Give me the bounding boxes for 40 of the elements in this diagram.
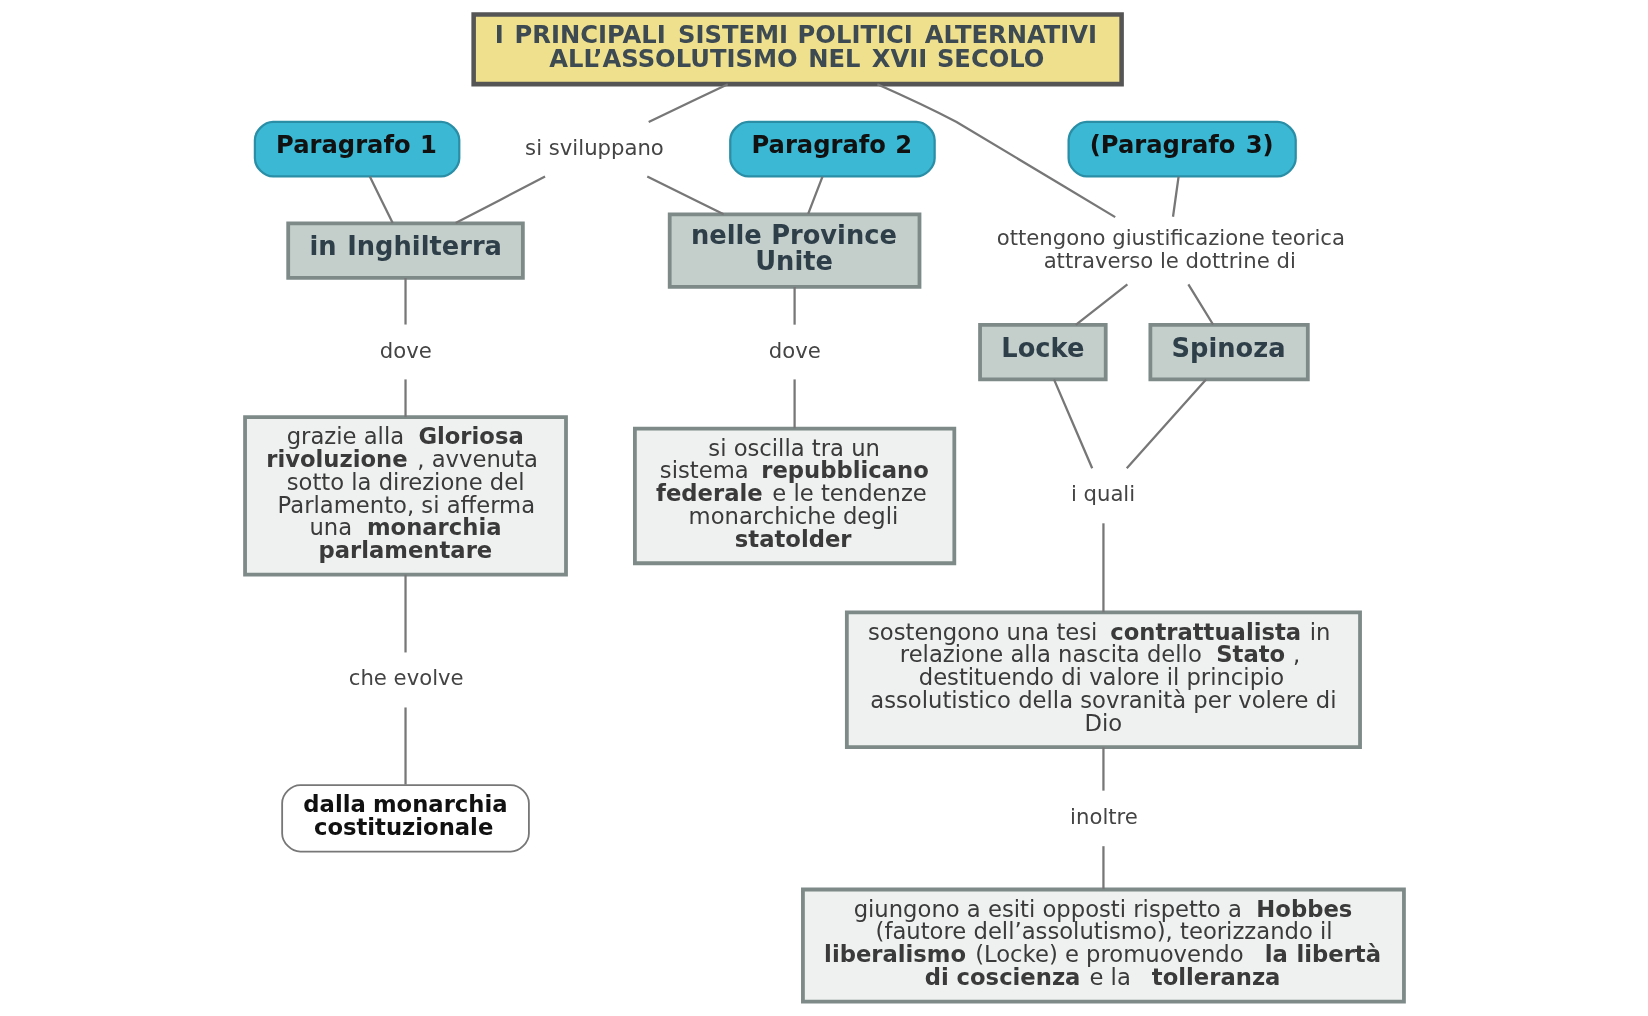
connector	[403, 278, 407, 325]
node-box: Paragrafo 2	[728, 120, 936, 178]
node-text: ottengono giustificazione teorica attraverso le dottrine di	[996, 224, 1345, 273]
connector	[1101, 747, 1105, 791]
connector	[1125, 378, 1207, 469]
node-box: giungono a esiti opposti rispetto a Hobbes (fautore dell’assolutismo), teorizzando il liberalismo (Locke) e promuovendo la libertà di coscienza e la tolleranza	[800, 887, 1406, 1004]
connector	[454, 175, 546, 225]
connector	[403, 574, 407, 653]
node-box: nelle Province Unite	[667, 212, 921, 289]
node-box: Locke	[977, 322, 1108, 382]
connector	[1171, 176, 1180, 217]
node-text: i quali	[1070, 481, 1135, 507]
node-text: si sviluppano	[524, 134, 664, 160]
connector	[646, 175, 724, 216]
connector	[368, 176, 394, 224]
node-box: Spinoza	[1147, 322, 1310, 382]
node-text: inoltre	[1069, 803, 1138, 829]
connector	[403, 707, 407, 785]
connector	[1052, 378, 1093, 469]
node-box: I PRINCIPALI SISTEMI POLITICI ALTERNATIVI ALL’ASSOLUTISMO NEL XVII SECOLO	[470, 12, 1124, 87]
node-text: dove	[379, 337, 432, 363]
node-box: si oscilla tra un sistema repubblicano federale e le tendenze monarchiche degli statolder	[632, 426, 956, 566]
node-box: sostengono una tesi contrattualista in relazione alla nascita dello Stato, destituendo di valore il principio assolutistico della sovranità per volere di Dio	[844, 610, 1362, 750]
connector	[806, 176, 824, 215]
connector	[647, 83, 728, 123]
connector	[1074, 283, 1128, 326]
connector	[792, 379, 796, 429]
connector	[792, 287, 796, 325]
connector	[1186, 283, 1214, 326]
node-box: Paragrafo 1	[253, 120, 460, 178]
connector	[1101, 846, 1105, 890]
node-box: grazie alla Gloriosa rivoluzione, avvenuta sotto la direzione del Parlamento, si afferma una monarchia parlamentare	[242, 415, 568, 577]
node-text: dove	[768, 337, 821, 363]
node-text: che evolve	[348, 665, 464, 691]
connector	[403, 379, 407, 417]
connector	[1101, 523, 1105, 613]
connector	[876, 83, 1116, 219]
node-box: (Paragrafo 3)	[1067, 120, 1297, 178]
node-box: in Inghilterra	[285, 221, 525, 280]
node-box: dalla monarchia costituzionale	[280, 784, 530, 853]
